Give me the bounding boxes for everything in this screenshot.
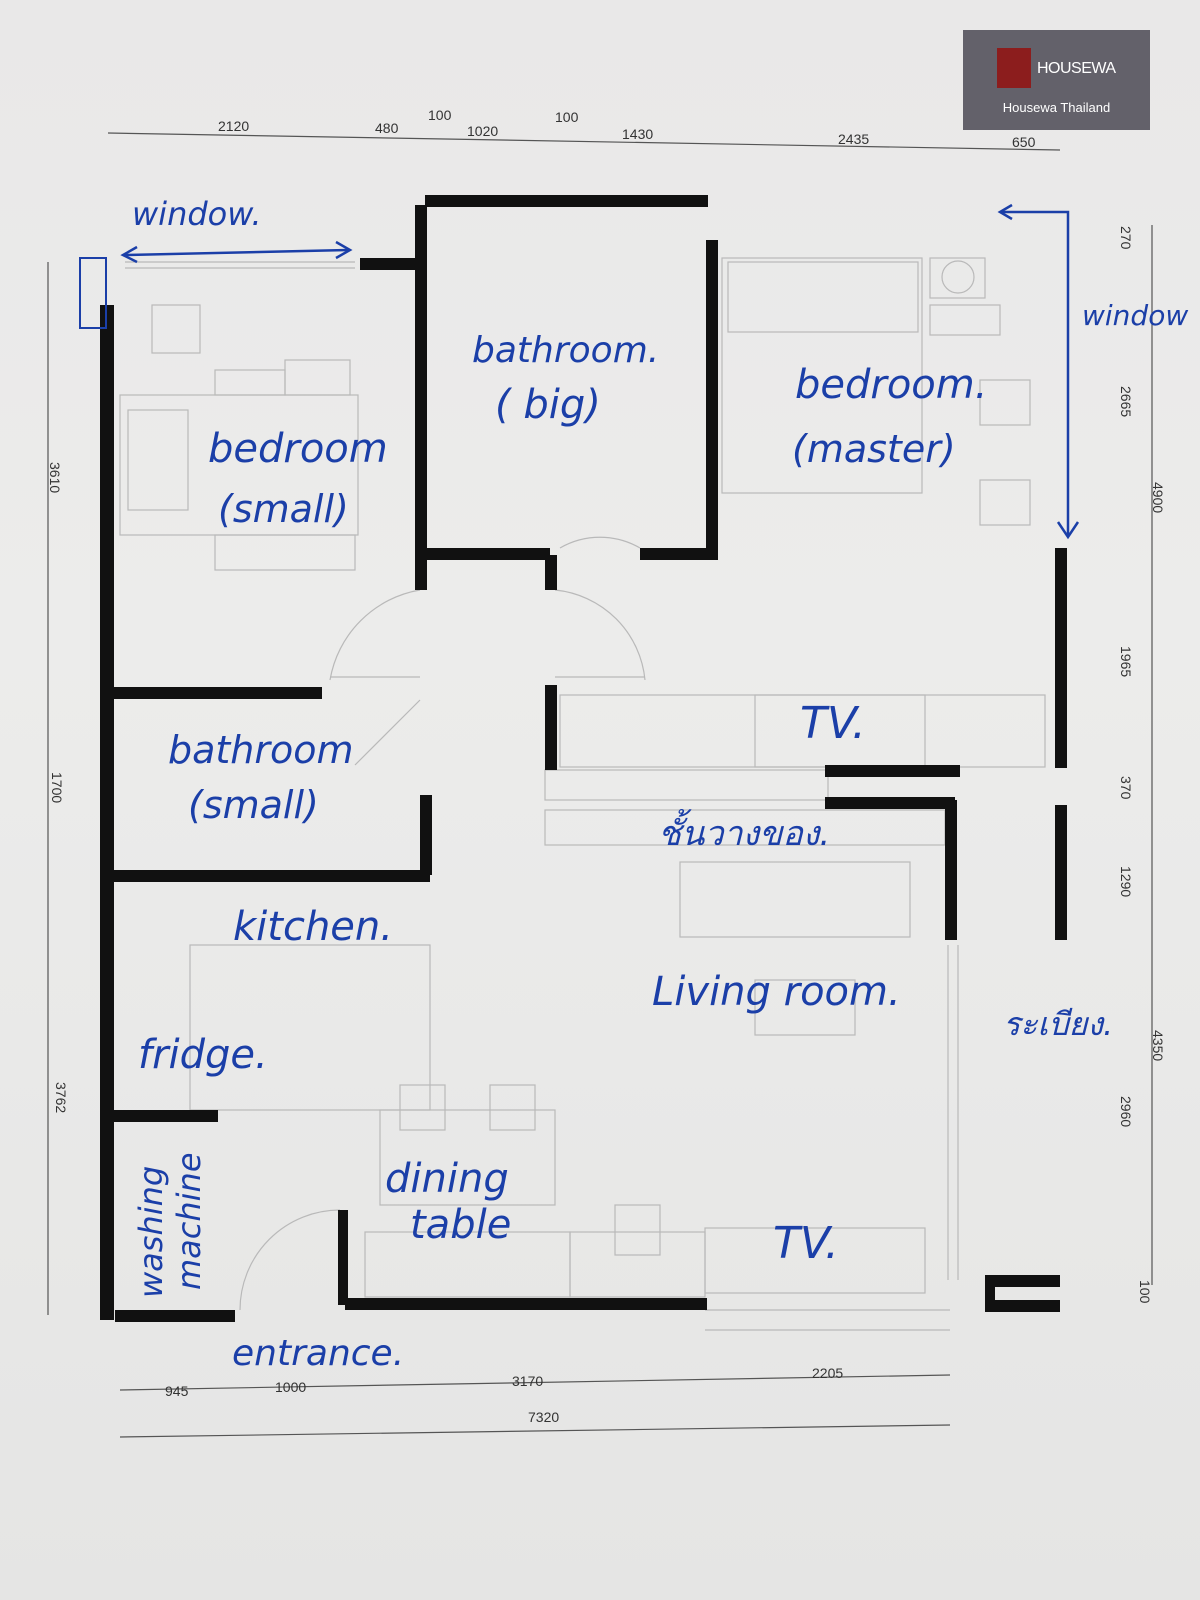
dim-top-6: 1430	[622, 126, 653, 142]
label-bathroom-big-2: ( big)	[495, 382, 601, 428]
dim-right-6: 1290	[1118, 866, 1134, 897]
label-window-right: window	[1082, 299, 1188, 332]
dimension-lines	[47, 132, 1153, 1438]
right-dimensions: 270 2665 4900 1965 370 1290 4350 2960 10…	[1118, 226, 1166, 1304]
dim-top-1: 2120	[218, 118, 249, 134]
label-tv-lower: TV.	[773, 1218, 839, 1269]
housewa-logo-icon	[997, 48, 1031, 88]
label-fridge: fridge.	[138, 1032, 268, 1078]
annotations: window. window bedroom (small) bathroom.…	[132, 195, 1188, 1374]
label-bedroom-small-2: (small)	[218, 487, 349, 531]
label-tv-upper: TV.	[800, 698, 866, 749]
dim-top-7: 2435	[838, 131, 869, 147]
dim-bottom-1: 945	[165, 1383, 189, 1399]
label-living-room: Living room.	[652, 969, 901, 1015]
dim-left-3: 3762	[53, 1082, 69, 1113]
dim-bottom-4: 2205	[812, 1365, 843, 1381]
brand-name: HOUSEWA	[1037, 60, 1116, 77]
dim-right-7: 4350	[1150, 1030, 1166, 1061]
label-bathroom-small-1: bathroom	[168, 728, 354, 772]
label-bathroom-small-2: (small)	[188, 783, 319, 827]
label-entrance: entrance.	[232, 1333, 404, 1374]
dim-right-4: 1965	[1118, 646, 1134, 677]
label-bathroom-big-1: bathroom.	[472, 330, 659, 371]
label-kitchen: kitchen.	[233, 904, 393, 950]
dim-top-8: 650	[1012, 134, 1036, 150]
dim-bottom-total: 7320	[528, 1409, 559, 1425]
dim-right-2: 2665	[1118, 386, 1134, 417]
label-dining-2: table	[410, 1202, 511, 1248]
label-bedroom-master-2: (master)	[792, 427, 956, 471]
label-washing: washing	[132, 1166, 170, 1298]
dim-right-8: 2960	[1118, 1096, 1134, 1127]
dim-left-1: 3610	[47, 462, 63, 493]
dim-top-3: 100	[428, 107, 452, 123]
walls	[100, 195, 1067, 1322]
brand-logo: HOUSEWA Housewa Thailand	[963, 30, 1150, 130]
dim-top-2: 480	[375, 120, 399, 136]
label-thai-right: ระเบียง.	[1003, 1005, 1113, 1043]
window-arrows	[79, 203, 1080, 540]
label-window-top: window.	[132, 195, 262, 233]
furniture-outlines	[119, 257, 1046, 1331]
label-bedroom-small-1: bedroom	[208, 426, 388, 472]
dim-bottom-3: 3170	[512, 1373, 543, 1389]
brand-subtitle: Housewa Thailand	[1002, 100, 1111, 115]
dim-top-4: 1020	[467, 123, 498, 139]
bottom-dimensions: 945 1000 3170 2205 7320	[165, 1365, 843, 1425]
label-thai-upper: ชั้นวางของ.	[658, 808, 830, 854]
label-dining-1: dining	[385, 1156, 509, 1202]
dim-left-2: 1700	[49, 772, 65, 803]
label-bedroom-master-1: bedroom.	[795, 362, 987, 408]
dim-top-5: 100	[555, 109, 579, 125]
left-dimensions: 3610 1700 3762	[47, 462, 69, 1113]
dim-right-3: 4900	[1150, 482, 1166, 513]
dim-right-1: 270	[1118, 226, 1134, 250]
dim-right-5: 370	[1118, 776, 1134, 800]
top-dimensions: 2120 480 100 1020 100 1430 2435 650	[218, 107, 1036, 150]
dim-right-9: 100	[1137, 1280, 1153, 1304]
dim-bottom-2: 1000	[275, 1379, 306, 1395]
label-machine: machine	[170, 1152, 208, 1290]
